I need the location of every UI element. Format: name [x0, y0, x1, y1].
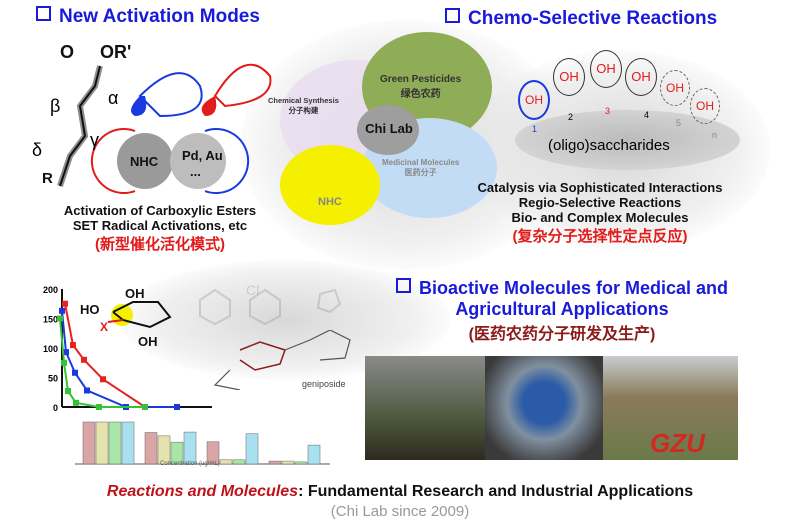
geniposide-label: geniposide: [302, 379, 346, 389]
delta-label: δ: [32, 140, 43, 160]
oh-5: OH: [660, 70, 690, 106]
bar: [170, 441, 184, 465]
y-tick-label: 0: [53, 403, 58, 413]
dots-label: ...: [190, 164, 201, 179]
bar: [294, 461, 308, 465]
data-point-blue: [63, 349, 69, 356]
x-label: X: [100, 320, 109, 334]
cl-label: Cl: [246, 282, 260, 298]
y-tick-label: 100: [43, 344, 58, 354]
data-point-red: [70, 342, 76, 349]
pos-3: 3: [605, 106, 611, 116]
gamma-label: γ: [90, 130, 99, 150]
saccharides-label: (oligo)saccharides: [548, 137, 670, 154]
bar: [307, 444, 321, 465]
bar-chart: [75, 421, 330, 465]
data-point-blue: [72, 369, 78, 376]
photo-plants: [365, 356, 485, 460]
data-point-blue: [174, 404, 180, 410]
nhc-bubble-label: NHC: [318, 196, 342, 208]
photo-reactor: [485, 356, 603, 460]
pos-4: 4: [644, 110, 650, 120]
data-point-green: [65, 388, 71, 395]
y-tick-label: 150: [43, 315, 58, 325]
oh-3: OH: [590, 50, 622, 88]
y-tick-label: 200: [43, 285, 58, 295]
data-point-blue: [84, 387, 90, 394]
data-point-red: [100, 376, 106, 383]
data-point-green: [73, 399, 79, 406]
data-point-green: [61, 359, 67, 366]
series-line-green: [59, 318, 145, 408]
o-label: O: [60, 42, 75, 62]
oh-4: OH: [625, 58, 657, 96]
line-chart: 0 50 100 150 200: [43, 285, 212, 413]
pos-n: n: [712, 130, 718, 140]
nhc-bubble: [280, 145, 380, 225]
bar: [144, 432, 158, 465]
photo-field: [603, 356, 738, 460]
chemo-desc: Catalysis via Sophisticated Interactions…: [477, 180, 723, 245]
beta-label: β: [50, 96, 61, 116]
oh-1: OH: [518, 80, 550, 120]
footer-title: Reactions and Molecules: Fundamental Res…: [106, 483, 694, 500]
chi-lab-bubble: [357, 105, 419, 155]
glucose-structure: [107, 301, 172, 329]
oh-bottom: OH: [138, 334, 158, 349]
data-point-green: [96, 404, 102, 410]
bar: [245, 433, 259, 465]
bioactive-title: Bioactive Molecules for Medical and Agri…: [352, 278, 772, 344]
oh-top: OH: [125, 286, 145, 301]
data-point-red: [81, 356, 87, 363]
oh-2: OH: [553, 58, 585, 96]
chi-lab-label: Chi Lab: [365, 121, 413, 136]
ho-left: HO: [80, 302, 100, 317]
metal-label: Pd, Au: [182, 148, 223, 163]
activation-title: New Activation Modes: [36, 6, 260, 28]
data-point-green: [142, 404, 148, 410]
bar: [183, 431, 197, 465]
bar-xlabel: Concentration (ug/mL): [160, 461, 220, 467]
gzu-logo: GZU: [650, 428, 705, 458]
bar: [82, 421, 96, 465]
chemo-title: Chemo-Selective Reactions: [445, 8, 717, 30]
bar: [121, 421, 135, 465]
pos-5: 5: [676, 118, 682, 128]
bar: [268, 460, 282, 465]
alpha-label: α: [108, 88, 119, 108]
bar: [95, 421, 109, 465]
bar: [108, 421, 122, 465]
geniposide-structure: [213, 330, 351, 390]
faded-molecule: [199, 288, 342, 326]
bar: [157, 435, 171, 465]
footer-since: (Chi Lab since 2009): [330, 503, 470, 520]
data-point-red: [62, 300, 68, 307]
r-label: R: [42, 170, 53, 187]
y-tick-label: 50: [48, 374, 58, 384]
ester-label: OR': [100, 42, 132, 62]
pos-1: 1: [532, 124, 538, 134]
ester-structure: [57, 63, 272, 194]
data-point-blue: [59, 307, 65, 314]
bar: [232, 459, 246, 465]
bar: [219, 459, 233, 465]
bar: [206, 441, 220, 465]
oh-n: OH: [690, 88, 720, 124]
data-point-green: [57, 315, 63, 322]
bar: [281, 460, 295, 465]
pos-2: 2: [568, 112, 574, 122]
nhc-label: NHC: [130, 154, 159, 169]
